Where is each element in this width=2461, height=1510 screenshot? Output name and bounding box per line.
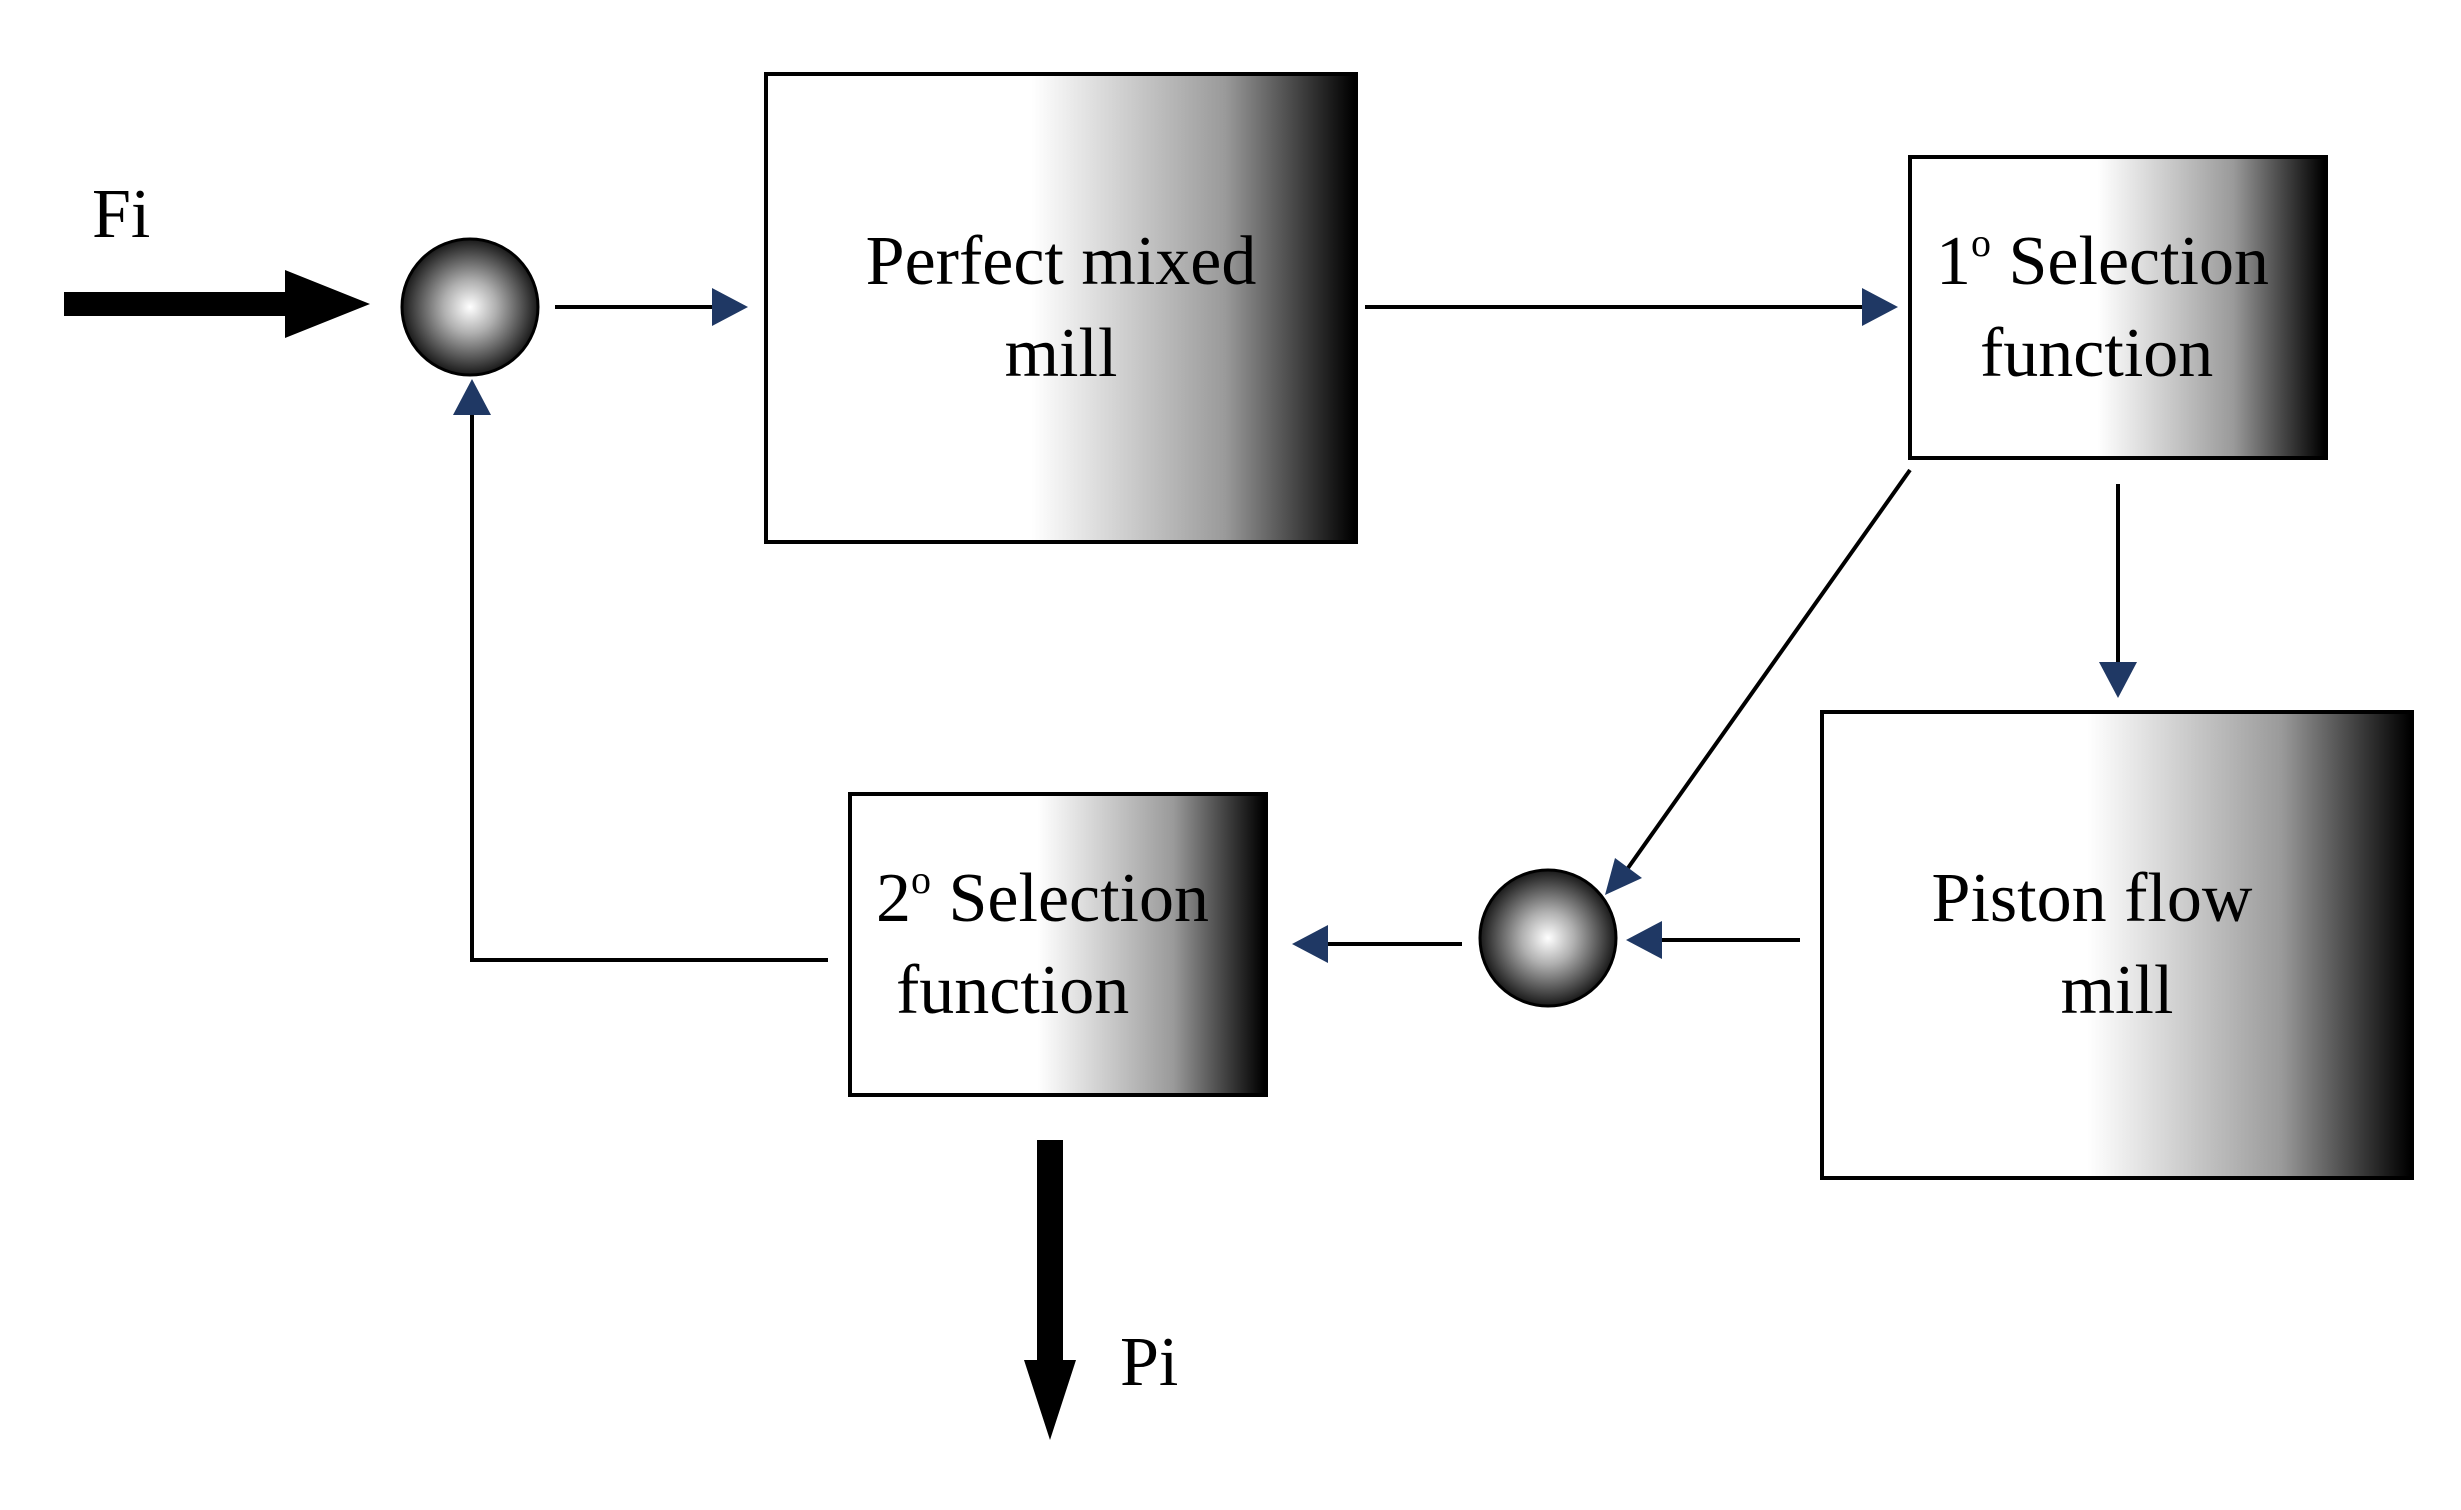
selection-function-1-line2: function [1980, 314, 2214, 392]
product-arrow-head [1024, 1360, 1076, 1440]
perfect-mixed-mill-line1: Perfect mixed [865, 223, 1257, 300]
selection-function-1-block: 1o Selection function [1908, 155, 2328, 460]
feed-arrow-shaft [64, 292, 294, 316]
input-label-fi: Fi [92, 176, 151, 253]
arrowhead-piston-to-mixer [1626, 921, 1662, 959]
arrowhead-mixer-to-selection2 [1292, 925, 1328, 963]
feed-arrow-head [285, 270, 370, 338]
perfect-mixed-mill-line2: mill [1004, 315, 1118, 392]
mixer-bottom-sphere [1478, 868, 1618, 1008]
arrowhead-selection1-to-piston [2099, 662, 2137, 698]
product-arrow-shaft [1037, 1140, 1063, 1380]
arrowhead-recycle [453, 379, 491, 415]
arrowhead-selection1-to-mixer [1605, 858, 1642, 895]
recycle-line [470, 402, 828, 962]
piston-flow-mill-line2: mill [2060, 952, 2174, 1029]
perfect-mixed-mill-block: Perfect mixed mill [764, 72, 1358, 544]
selection-function-2-block: 2o Selection function [848, 792, 1268, 1097]
selection-function-2-title: 2o Selection [876, 856, 1209, 937]
selection-function-2-line2: function [896, 951, 1130, 1029]
piston-flow-mill-line1: Piston flow [1931, 860, 2253, 937]
mixer-top-sphere [400, 237, 540, 377]
arrow-selection1-to-mixer [1626, 468, 1912, 870]
arrowhead-mill-to-selection1 [1862, 288, 1898, 326]
output-label-pi: Pi [1120, 1324, 1179, 1401]
arrowhead-mixer-to-mill [712, 288, 748, 326]
selection-function-1-title: 1o Selection [1936, 219, 2269, 300]
piston-flow-mill-block: Piston flow mill [1820, 710, 2414, 1180]
